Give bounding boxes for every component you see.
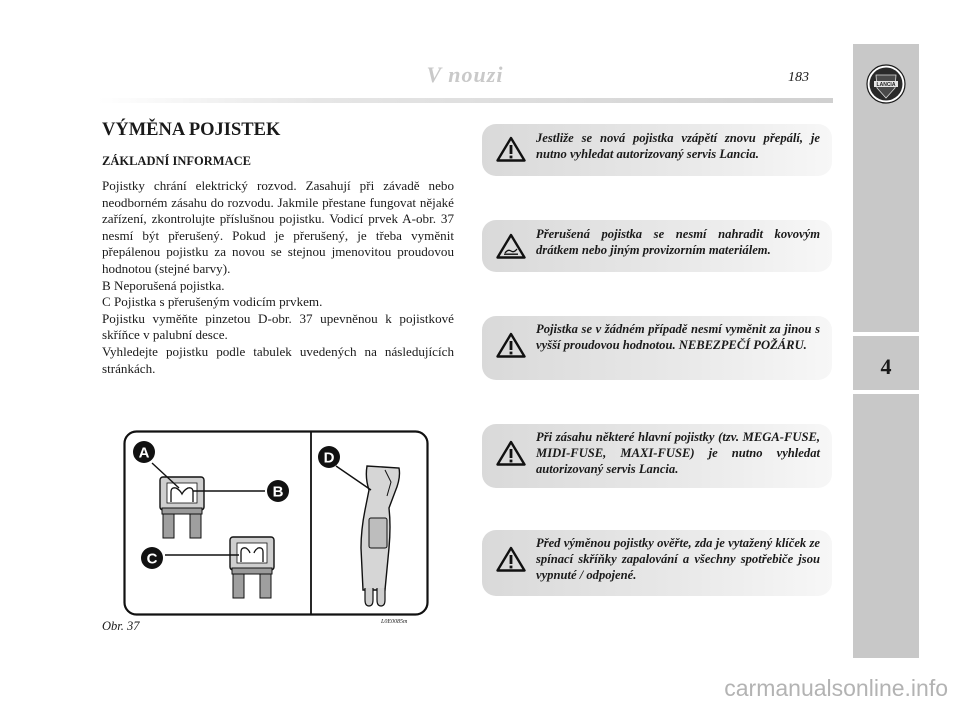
fuse-intact: [159, 476, 205, 539]
warning-text: Při zásahu některé hlavní pojistky (tzv.…: [536, 430, 820, 477]
label-c-badge: [141, 547, 163, 569]
section-heading: VÝMĚNA POJISTEK: [102, 120, 281, 140]
warning-triangle-icon: [496, 136, 526, 162]
label-c: C: [147, 551, 158, 568]
label-b-badge: [267, 480, 289, 502]
warning-text: Jestliže se nová pojistka vzápětí znovu …: [536, 131, 820, 162]
label-d: D: [324, 450, 335, 467]
tab-divider-bottom: [853, 390, 919, 394]
label-a-badge: [133, 441, 155, 463]
paragraph-tables: Vyhledejte pojistku podle tabulek uveden…: [102, 343, 454, 376]
warning-triangle-icon: [496, 332, 526, 358]
fuse-illustration: A B C D: [123, 430, 429, 616]
label-a: A: [139, 445, 150, 462]
warning-box: Pojistka se v žádném případě nesmí vyměn…: [482, 316, 832, 380]
fuse-tweezers: [360, 465, 401, 607]
legend-item-c: C Pojistka s přerušeným vodicím prvkem.: [102, 294, 323, 310]
page-number: 183: [788, 70, 809, 85]
tab-divider-top: [853, 332, 919, 336]
legend-item-b: B Neporušená pojistka.: [102, 277, 225, 293]
paragraph-intro: Pojistky chrání elektrický rozvod. Zasah…: [102, 178, 454, 276]
warning-text: Přerušená pojistka se nesmí nahradit kov…: [536, 227, 820, 258]
label-d-badge: [318, 446, 340, 468]
section-title: V nouzi: [426, 62, 504, 87]
subheading: ZÁKLADNÍ INFORMACE: [102, 154, 251, 168]
warning-text: Před výměnou pojistky ověřte, zda je vyt…: [536, 536, 820, 583]
chapter-side-tab: 4: [853, 44, 919, 658]
label-b: B: [273, 484, 284, 501]
warning-box: Jestliže se nová pojistka vzápětí znovu …: [482, 124, 832, 176]
warning-text: Pojistka se v žádném případě nesmí vyměn…: [536, 322, 820, 353]
paragraph-tweezers: Pojistku vyměňte pinzetou D-obr. 37 upev…: [102, 310, 454, 343]
warning-box: Přerušená pojistka se nesmí nahradit kov…: [482, 220, 832, 272]
warning-triangle-icon: [496, 440, 526, 466]
svg-text:LANCIA: LANCIA: [877, 82, 896, 88]
warning-box: Před výměnou pojistky ověřte, zda je vyt…: [482, 530, 832, 596]
warning-triangle-icon: [496, 233, 526, 259]
body-text: Pojistky chrání elektrický rozvod. Zasah…: [102, 178, 454, 377]
warning-box: Při zásahu některé hlavní pojistky (tzv.…: [482, 424, 832, 488]
chapter-number: 4: [880, 354, 892, 379]
header-rule: [98, 98, 833, 103]
watermark: carmanualsonline.info: [724, 675, 948, 701]
warning-triangle-icon: [496, 546, 526, 572]
figure-caption: Obr. 37: [102, 619, 140, 633]
lancia-logo: LANCIA: [866, 64, 906, 104]
figure-code: L0E0085m: [381, 619, 408, 625]
fuse-blown: [229, 536, 275, 599]
